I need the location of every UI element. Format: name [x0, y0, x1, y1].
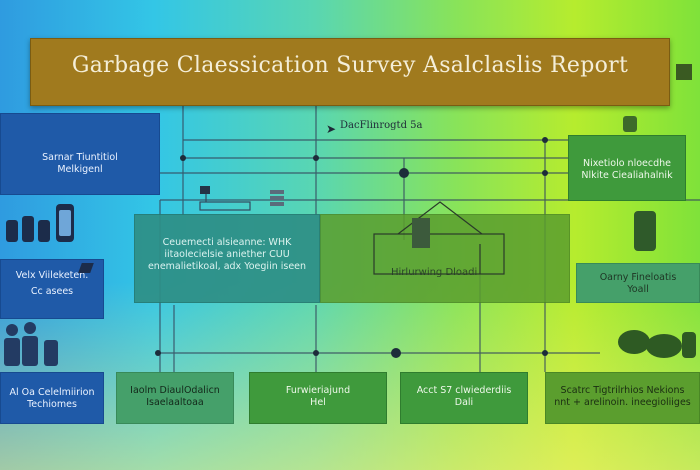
jar-icon [634, 211, 656, 251]
leaf-icon [618, 330, 696, 358]
center-box-line-2: iitaolecielsie aniether CUU [164, 249, 290, 260]
bottom-box-4: Scatrc Tigtrilrhios Nekions nnt + arelin… [545, 372, 700, 424]
bottom-box-4-line-2: nnt + arelinoin. ineegioliiges [554, 397, 691, 408]
bottom-box-3-line-1: Acct S7 clwiederdiis [416, 385, 512, 396]
right-box-1: Nixetiolo nloecdhe Nlkite Ciealiahalnik [568, 135, 686, 201]
right-box-1-line-1: Nixetiolo nloecdhe [582, 158, 671, 169]
stack-icon [270, 190, 284, 206]
house-icon [373, 201, 505, 275]
left-box-3-line-1: Al Oa Celelmiirion [9, 387, 95, 398]
left-box-3: Al Oa Celelmiirion Techiomes [0, 372, 104, 424]
left-box-1: Sarnar Tiuntitiol Melkigenl [0, 113, 160, 195]
center-box-line-3: enemalietikoal, adx Yoegiin iseen [147, 261, 307, 272]
diagram-label: DacFlinrogtd 5a [340, 120, 423, 131]
bottom-box-1-line-1: Iaolm DiaulOdalicn [130, 385, 220, 396]
bottom-box-4-line-1: Scatrc Tigtrilrhios Nekions [560, 385, 685, 396]
document-icon [199, 186, 251, 211]
box-icon [676, 64, 692, 80]
bottom-box-1: Iaolm DiaulOdalicn Isaelaaltoaa [116, 372, 234, 424]
page-title: Garbage Claessication Survey Asalclaslis… [71, 53, 629, 78]
bin-icon [623, 116, 637, 132]
center-box: Ceuemecti alsieanne: WHK iitaolecielsie … [134, 214, 320, 303]
left-box-1-line-2: Melkigenl [57, 164, 103, 175]
diagram-box-label: Hirlurwing Dloadi [391, 267, 478, 278]
left-box-2-line-2: Cc asees [30, 286, 74, 297]
bottom-box-2-line-2: Hel [310, 397, 326, 408]
bins-icon [6, 204, 74, 242]
center-box-line-1: Ceuemecti alsieanne: WHK [162, 237, 292, 248]
left-box-1-line-1: Sarnar Tiuntitiol [42, 152, 118, 163]
right-box-1-line-2: Nlkite Ciealiahalnik [581, 170, 673, 181]
right-box-2-line-2: Yoall [627, 284, 649, 295]
diagram-box: Hirlurwing Dloadi [320, 214, 570, 303]
bottom-box-3-line-2: Dali [454, 397, 474, 408]
left-box-2-line-1: Velx Viileketen. [15, 270, 89, 281]
right-box-2-line-1: Oarny Fineloatis [599, 272, 677, 283]
cursor-icon: ➤ [326, 122, 337, 136]
bottom-box-3: Acct S7 clwiederdiis Dali [400, 372, 528, 424]
bottom-box-2-line-1: Furwieriajund [285, 385, 351, 396]
bottom-box-1-line-2: Isaelaaltoaa [146, 397, 204, 408]
people-icon [4, 322, 58, 366]
title-banner: Garbage Claessication Survey Asalclaslis… [30, 38, 670, 106]
right-box-2: Oarny Fineloatis Yoall [576, 263, 700, 303]
left-box-3-line-2: Techiomes [27, 399, 77, 410]
bottom-box-2: Furwieriajund Hel [249, 372, 387, 424]
